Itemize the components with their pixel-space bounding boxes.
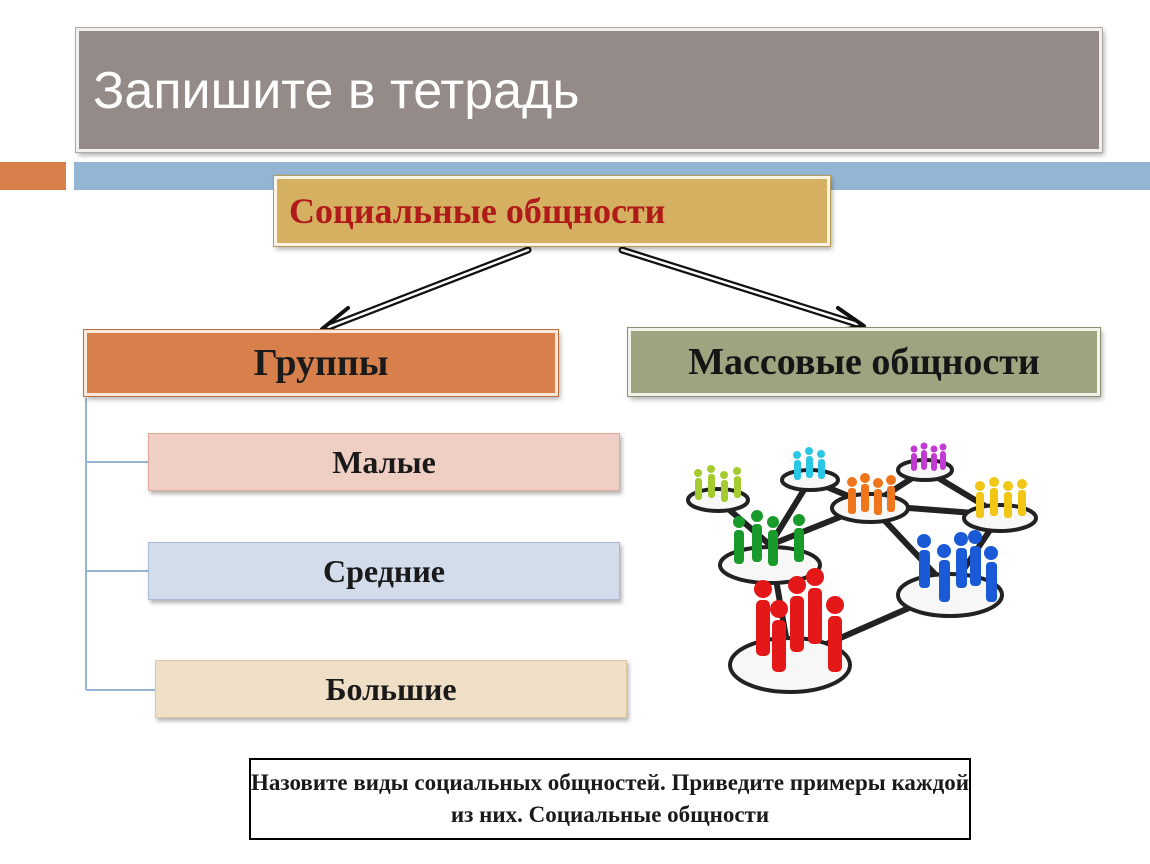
group-connector xyxy=(85,398,155,691)
people-group-green xyxy=(733,510,805,566)
people-group-blue xyxy=(917,530,998,602)
slide-title: Запишите в тетрадь xyxy=(93,62,580,120)
task-text: Назовите виды социальных общностей. Прив… xyxy=(251,770,969,827)
social-network-illustration xyxy=(686,442,1038,694)
arrow-to-mass xyxy=(618,246,866,333)
people-group-red xyxy=(754,568,844,672)
branch-node-mass-communities: Массовые общности xyxy=(627,327,1101,397)
task-text-box: Назовите виды социальных общностей. Прив… xyxy=(249,758,971,840)
group-type-large: Большие xyxy=(155,660,627,718)
group-type-medium: Средние xyxy=(148,542,620,600)
people-group-orange xyxy=(847,473,896,515)
people-group-magenta xyxy=(910,442,947,471)
root-node-social-communities: Социальные общности xyxy=(273,175,831,247)
slide-title-box: Запишите в тетрадь xyxy=(75,27,1103,153)
arrow-to-groups xyxy=(320,246,532,335)
people-group-cyan xyxy=(793,447,825,480)
group-type-small: Малые xyxy=(148,433,620,491)
people-group-yellowgreen xyxy=(694,465,741,502)
branch-node-groups: Группы xyxy=(83,329,559,397)
people-group-yellow xyxy=(975,477,1027,518)
accent-bar-orange xyxy=(0,162,66,190)
